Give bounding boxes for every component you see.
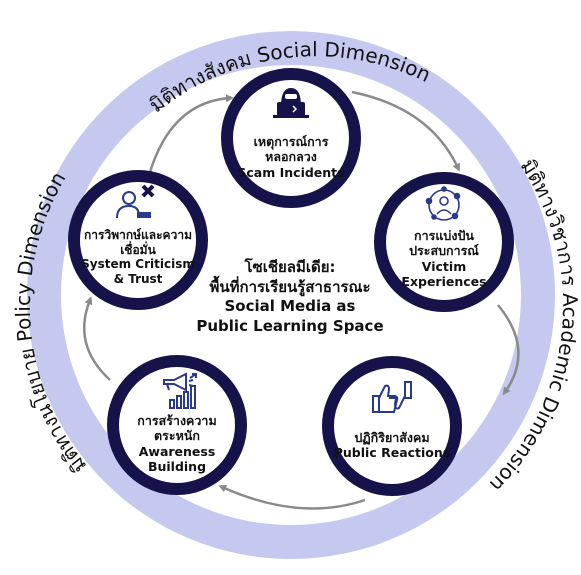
node-label-victim: การแบ่งปัน ประสบการณ์ Victim Experiences — [401, 228, 487, 289]
person-cross-icon — [116, 184, 155, 219]
node-label-criticism: การวิพากษ์และความ เชื่อมั่น System Criti… — [81, 228, 195, 286]
arrow-public-to-awareness — [218, 484, 366, 510]
node-label-scam: เหตุการณ์การ หลอกลวง Scam Incidents — [237, 134, 345, 180]
center-title: โซเชียลมีเดีย: พื้นที่การเรียนรู้สาธารณะ… — [196, 258, 384, 335]
node-system-criticism — [68, 170, 208, 310]
hacker-laptop-icon — [273, 88, 309, 118]
arrow-scam-to-victim — [351, 90, 460, 172]
megaphone-chart-icon — [163, 372, 197, 409]
person-network-icon — [425, 186, 461, 221]
arrow-awareness-to-criticism — [82, 296, 111, 381]
arrow-victim-to-public — [497, 304, 520, 396]
node-victim-experiences — [374, 172, 514, 312]
node-scam-incidents — [221, 68, 361, 208]
node-awareness-building — [107, 355, 247, 495]
node-label-awareness: การสร้างความ ตระหนัก Awareness Building — [137, 413, 217, 474]
node-public-reactions — [322, 356, 462, 496]
arrow-criticism-to-scam — [148, 94, 234, 173]
node-label-public: ปฏิกิริยาสังคม Public Reactions — [333, 430, 451, 461]
thumbs-up-down-icon — [372, 381, 412, 413]
